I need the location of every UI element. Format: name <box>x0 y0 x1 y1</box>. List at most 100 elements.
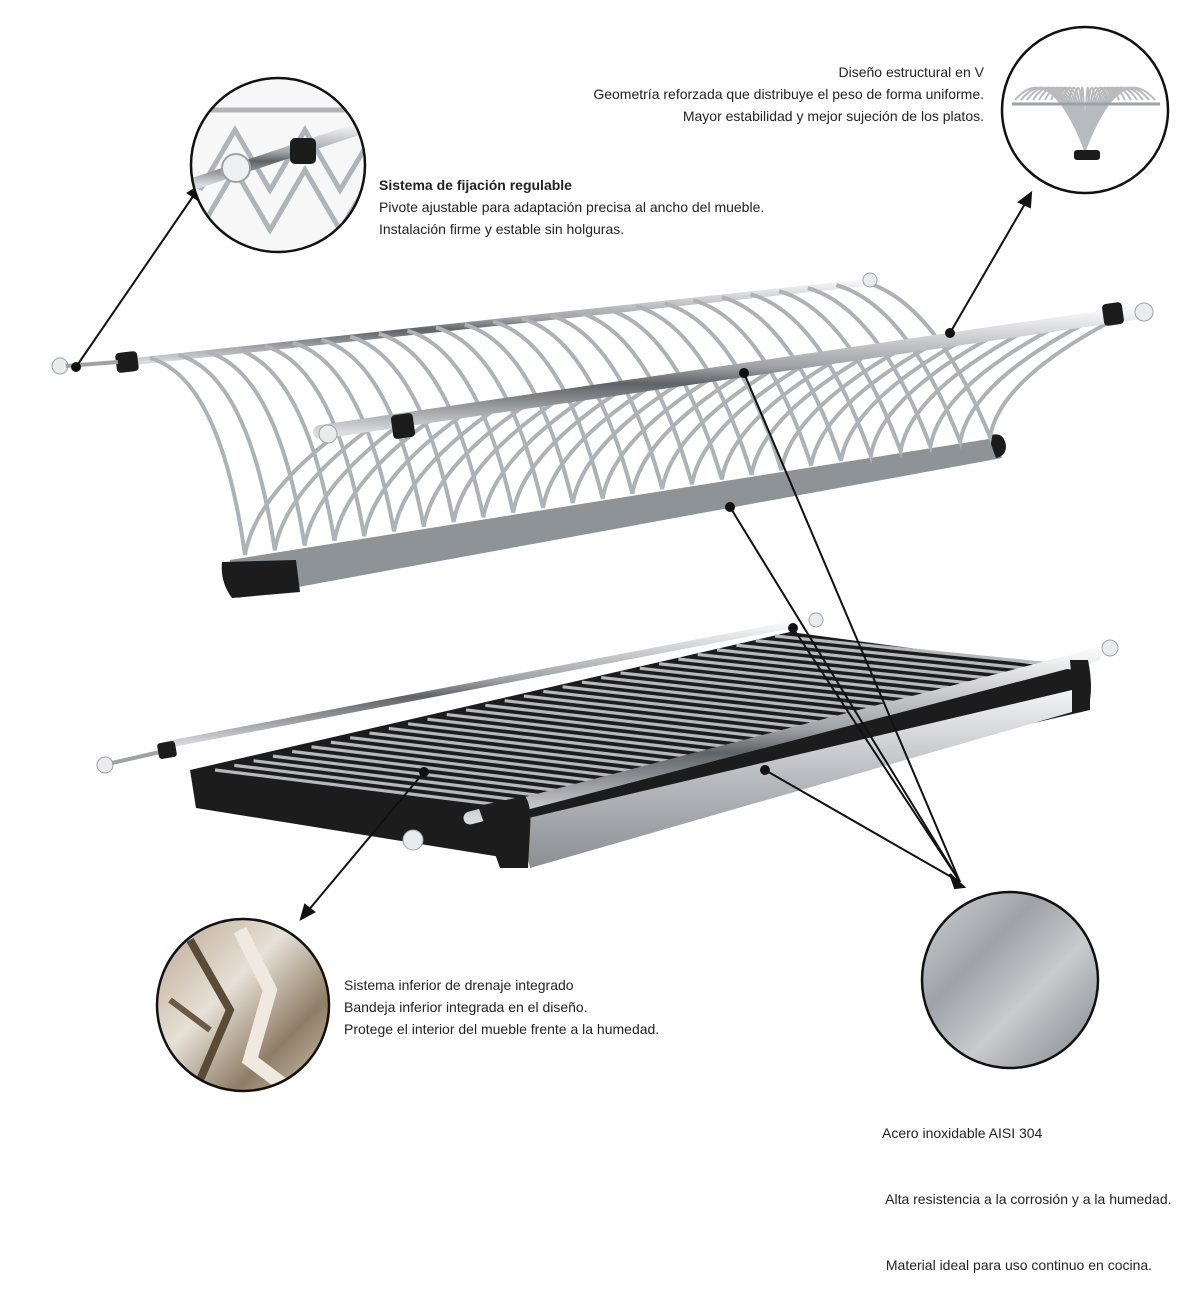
lower-tray-black-frame <box>190 632 1090 860</box>
upper-rack-wire <box>464 322 690 504</box>
upper-rack-wire <box>235 346 440 542</box>
upper-rack-pivot-knob-right <box>1134 302 1154 322</box>
callout-line-drainage <box>306 771 425 913</box>
lower-tray-wire <box>697 652 983 686</box>
lower-tray-wire <box>465 708 752 744</box>
callout-v-design-line-1: Geometría reforzada que distribuye el pe… <box>593 86 984 102</box>
upper-rack-wire <box>206 349 409 546</box>
lower-tray-end-cap-left <box>478 796 531 868</box>
lower-tray-wire <box>562 685 848 720</box>
upper-plate-rack <box>51 272 1154 598</box>
lower-tray-wire <box>349 736 636 773</box>
callout-line-v-design <box>949 201 1027 334</box>
lower-tray-wire <box>234 763 520 802</box>
upper-rack-wire <box>378 331 596 518</box>
lower-tray-wires <box>214 634 1061 807</box>
callout-fixing-line-2: Instalación firme y estable sin holguras… <box>379 221 625 237</box>
lower-tray-wire <box>407 722 694 759</box>
lower-tray-wire <box>253 759 539 797</box>
upper-rack-wire <box>263 343 471 537</box>
upper-rack-pivot-cap-left <box>115 351 139 373</box>
upper-rack-wire <box>349 334 565 523</box>
upper-rack-wire <box>750 292 1002 464</box>
upper-rack-end-cap-right <box>988 434 1006 458</box>
callout-drainage-line-1: Bandeja inferior integrada en el diseño. <box>344 999 588 1015</box>
lower-tray-wire <box>369 731 655 768</box>
upper-rack-pivot-cap-front <box>390 413 416 439</box>
lower-tray-wire <box>388 726 674 764</box>
callout-fixing: Sistema de fijación regulable Pivote aju… <box>379 174 764 240</box>
lower-tray-steel-panel <box>520 690 1072 868</box>
lower-tray-end-cap-right <box>1070 660 1091 712</box>
lower-tray-wire <box>755 639 1041 672</box>
callout-drainage: Sistema inferior de drenaje integrado Ba… <box>344 974 659 1040</box>
lower-tray-pivot-knob-front <box>402 829 424 851</box>
upper-rack-wire <box>692 298 939 466</box>
v-detail-wire <box>1084 86 1090 151</box>
upper-rack-wire <box>321 337 534 528</box>
upper-rack-wire <box>149 356 347 556</box>
callout-line-steel-4 <box>764 769 961 883</box>
upper-rack-wire <box>521 316 752 495</box>
lower-tray-pivot-knob-left <box>96 756 114 774</box>
lower-tray-front-rail <box>463 648 1102 825</box>
callout-v-design: Diseño estructural en V Geometría reforz… <box>593 61 984 127</box>
callout-drainage-title: Sistema inferior de drenaje integrado <box>344 977 574 993</box>
lower-tray-wire <box>485 703 771 740</box>
upper-rack-pivot-cap-right <box>1102 302 1124 326</box>
upper-rack-wire <box>778 289 1033 459</box>
lower-tray-wire <box>543 689 829 725</box>
product-illustration <box>51 25 1170 1093</box>
callout-steel: Acero inoxidable AISI 304 Alta resistenc… <box>882 1078 1172 1298</box>
lower-tray-wire <box>716 648 1003 682</box>
upper-rack-wire <box>292 340 503 532</box>
detail-circle-steel <box>920 890 1100 1070</box>
detail-circle-v-design <box>1000 25 1170 195</box>
callout-line-steel-2 <box>729 506 961 883</box>
lower-tray-wire <box>774 634 1061 667</box>
lower-tray-wire <box>639 666 925 701</box>
upper-rack-wires <box>149 280 1126 556</box>
lower-tray-wire <box>272 754 559 793</box>
lower-tray-wire <box>311 745 597 783</box>
callout-fixing-line-1: Pivote ajustable para adaptación precisa… <box>379 199 765 215</box>
callout-line-steel-3 <box>792 627 961 883</box>
upper-rack-wire <box>406 328 627 513</box>
callout-steel-line-2: Material ideal para uso continuo en coci… <box>882 1257 1153 1273</box>
lower-tray-wire <box>523 694 810 730</box>
upper-rack-front-rail <box>313 305 1147 439</box>
callout-drainage-line-2: Protege el interior del mueble frente a … <box>344 1021 660 1037</box>
upper-rack-wire <box>492 319 721 499</box>
upper-rack-wire <box>549 313 783 490</box>
lower-tray-wire <box>736 643 1022 677</box>
lower-tray-wire <box>601 675 887 711</box>
upper-rack-base-bar <box>230 438 1002 598</box>
lower-tray-wire <box>678 657 964 691</box>
lower-tray-wire <box>658 662 945 696</box>
upper-rack-pivot-knob-left <box>51 357 69 375</box>
callout-v-design-line-2: Mayor estabilidad y mejor sujeción de lo… <box>682 108 984 124</box>
upper-rack-wire <box>178 353 378 551</box>
upper-rack-wire <box>807 286 1064 455</box>
lower-tray-wire <box>427 717 713 754</box>
lower-tray-wire <box>330 740 617 778</box>
lower-drip-tray <box>96 612 1119 868</box>
upper-rack-wire <box>721 295 970 462</box>
lower-tray-back-rail <box>161 621 794 749</box>
lower-tray-wire <box>504 699 790 735</box>
upper-rack-wire <box>435 325 659 509</box>
callout-steel-line-1: Alta resistencia a la corrosión y a la h… <box>882 1191 1172 1207</box>
callout-steel-title: Acero inoxidable AISI 304 <box>882 1125 1043 1141</box>
callout-line-fixing <box>75 191 197 368</box>
upper-rack-pivot-knob-front <box>318 424 338 444</box>
lower-tray-wire <box>214 768 501 807</box>
callout-v-design-title: Diseño estructural en V <box>838 64 984 80</box>
detail-circle-fixing <box>189 76 367 254</box>
lower-tray-wire <box>446 712 732 749</box>
upper-rack-wire <box>835 283 1095 450</box>
upper-rack-wire <box>864 280 1126 445</box>
lower-tray-wire <box>620 671 906 706</box>
upper-rack-wire <box>578 310 815 485</box>
callout-line-steel-1 <box>743 372 961 883</box>
lower-tray-wire <box>292 749 578 788</box>
